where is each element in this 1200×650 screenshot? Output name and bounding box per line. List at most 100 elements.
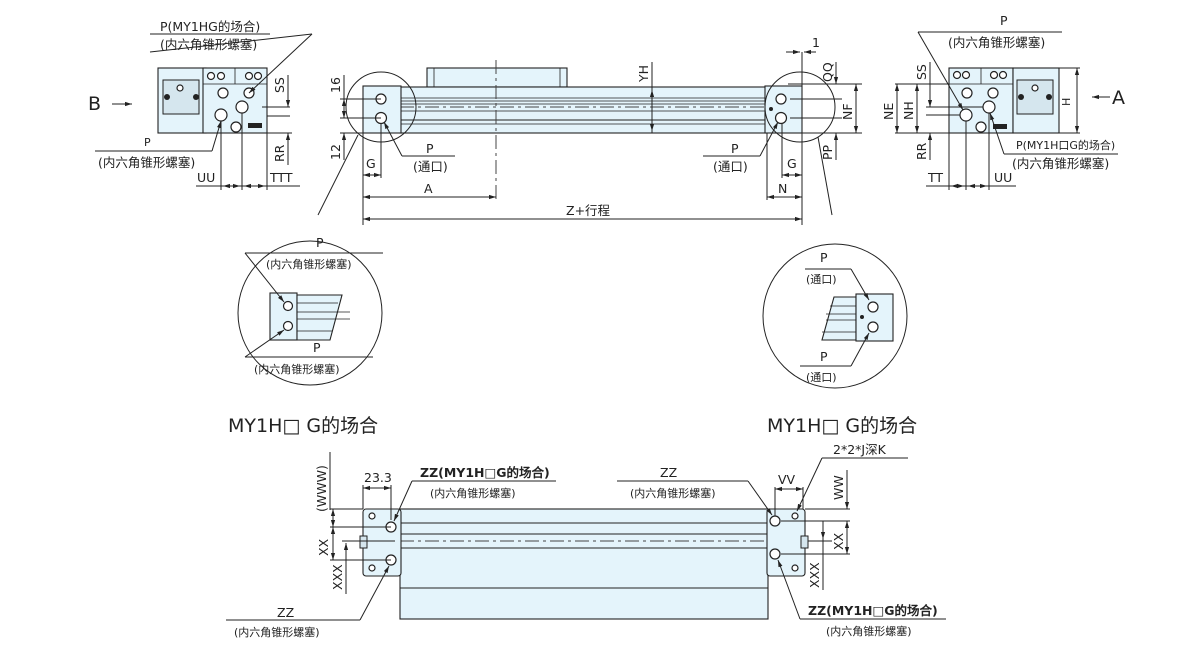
hole-icon [216,71,226,81]
hole-icon [176,84,184,92]
plug-icon [961,87,973,99]
detail-label-hex-top: (内六角锥形螺塞) [266,257,352,271]
label-hex-plug: (内六角锥形螺塞) [430,486,516,500]
dim-qq: QQ [820,62,835,82]
port-p-mhg-icon [982,100,996,114]
mount-hole-icon [791,564,799,572]
left-end-view: B P(MY1HG的场合) (内六角锥形螺塞) P (内六角锥形螺塞) [88,19,313,190]
port-p-icon [959,108,973,122]
bottom-view: (WWW) XX XXX 23.3 ZZ(MY1H□G的场合) (内六角锥形螺塞… [226,442,946,639]
hole-icon [998,70,1008,80]
view-arrow-label-b: B [88,93,101,115]
hole-icon [244,71,254,81]
bolt-icon [164,94,170,100]
dim-z-stroke: Z+行程 [566,203,611,218]
label-hex-plug: (内六角锥形螺塞) [234,625,320,639]
label-hex-plug: (内六角锥形螺塞) [826,624,912,638]
port-icon [867,301,879,313]
hex-plug-icon [282,300,294,312]
tube-section [821,296,857,341]
mount-hole-icon [368,564,376,572]
tube-section [296,294,343,341]
label-hex-plug: (内六角锥形螺塞) [630,486,716,500]
nameplate [993,124,1007,129]
dim-ne: NE [881,103,896,120]
label-hex-plug: (内六角锥形螺塞) [948,35,1045,50]
zz-plug-icon [769,515,781,527]
detail-label-port-top: (通口) [806,273,837,286]
port-p-icon [214,108,228,122]
hole-icon [952,70,962,80]
zz-plug-icon [769,548,781,560]
dim-xx-right: XX [831,532,846,550]
dim-ss: SS [914,64,929,80]
adjust-screw-icon [860,315,864,319]
dim-uu: UU [197,170,215,185]
plug-icon [987,87,999,99]
end-cover [269,292,298,341]
dim-xxx-left: XXX [330,564,345,590]
dim-ttt: TTT [269,170,293,185]
label-p-left: P [426,141,434,156]
detail-label-hex-bottom: (内六角锥形螺塞) [254,362,340,376]
label-port-right: (通口) [713,159,748,174]
label-p-mhg: P(MY1H口G的场合) [1016,138,1115,152]
dim-rr: RR [272,144,287,162]
mount-hole-icon [368,512,376,520]
port-p-mhg-icon [235,100,249,114]
detail-view-right: P (通口) P (通口) MY1H□ G的场合 [762,243,917,437]
dim-rr: RR [914,142,929,160]
dim-g-left: G [366,156,376,171]
dim-1: 1 [812,35,820,50]
detail-label-p-top: P [316,235,324,250]
dim-ww: WW [831,475,846,500]
dim-g-right: G [787,156,797,171]
dim-tt: TT [927,170,943,185]
detail-label-p-top: P [820,250,828,265]
label-p-mhg: P(MY1HG的场合) [160,19,260,34]
dim-uu: UU [994,170,1012,185]
port-plug-icon [775,93,787,105]
port-p-icon [774,111,788,125]
cylinder-body [399,508,769,620]
label-zz: ZZ [660,465,677,480]
dim-xxx-right: XXX [807,562,822,588]
label-zz: ZZ [277,605,294,620]
cushion-needle [800,535,809,549]
hole-icon [1031,84,1039,92]
dim-h: H [1060,98,1073,106]
slide-table [426,67,568,88]
cushion-needle [359,535,368,549]
detail-label-p-bottom: P [313,340,321,355]
hole-icon [989,70,999,80]
label-p: P [144,136,151,149]
label-p-top: P [1000,13,1008,28]
detail-caption-left: MY1H□ G的场合 [228,415,378,437]
cylinder-tube [399,86,767,134]
label-hex-plug: (内六角锥形螺塞) [1012,156,1109,171]
detail-view-left: P (内六角锥形螺塞) P (内六角锥形螺塞) MY1H□ G的场合 [228,235,383,437]
hole-icon [206,71,216,81]
dim-vv: VV [778,472,796,487]
dim-nh: NH [901,101,916,120]
label-p-right: P [731,141,739,156]
detail-label-p-bottom: P [820,349,828,364]
dim-23-3: 23.3 [364,470,392,485]
plug-icon [217,87,229,99]
dim-ss: SS [272,77,287,93]
dim-12: 12 [328,144,343,160]
label-zz-mhg: ZZ(MY1H□G的场合) [808,603,938,618]
view-arrow-label-a: A [1112,87,1125,109]
dim-xx-left: XX [316,538,331,556]
label-port-left: (通口) [413,159,448,174]
dim-n: N [778,181,787,196]
left-end-cover [362,85,402,134]
detail-label-port-bottom: (通口) [806,371,837,384]
detail-caption-right: MY1H□ G的场合 [767,415,917,437]
label-zz-mhg: ZZ(MY1H□G的场合) [420,465,550,480]
dim-pp: PP [820,144,835,160]
dim-nf: NF [840,103,855,120]
hex-plug-icon [282,320,294,332]
detail-circle [762,243,908,389]
bolt-icon [193,94,199,100]
